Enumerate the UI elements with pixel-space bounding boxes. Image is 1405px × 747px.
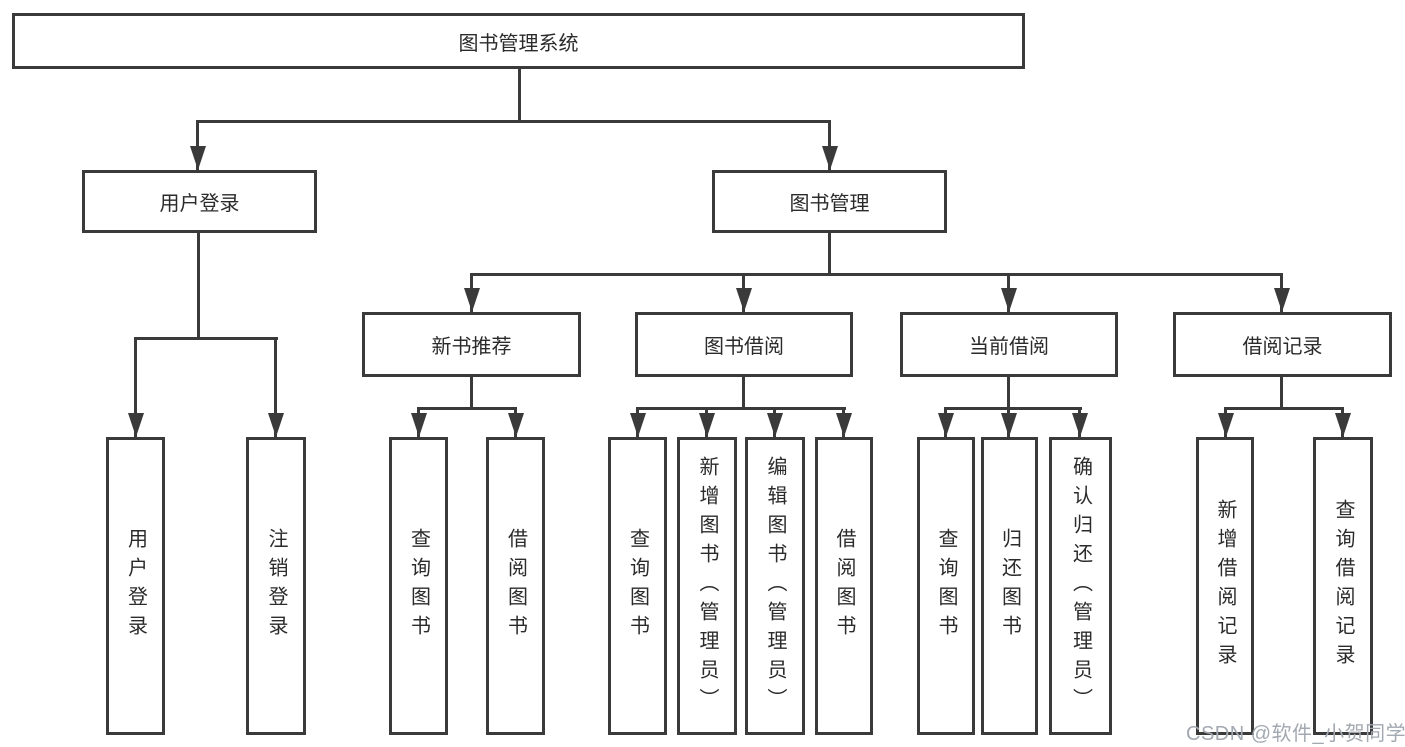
connector-root-rail (197, 120, 831, 123)
csdn-watermark: CSDN @软件_小贺同学 (1186, 723, 1405, 745)
arrow-to-user-login (189, 120, 206, 170)
arrow-to-current-borrow (1000, 273, 1017, 312)
connector-mgmt-rail (470, 273, 1283, 276)
leaf-current-confirm-return-admin: 确认归还（管理员） (1049, 437, 1112, 735)
connector-record-rail (1224, 407, 1344, 410)
leaf-borrow-add-books-admin-label: 新增图书（管理员） (696, 455, 718, 717)
leaf-newbook-borrow-books-label: 借阅图书 (504, 528, 527, 644)
node-new-book-recommend: 新书推荐 (362, 312, 581, 377)
leaf-logout: 注销登录 (246, 437, 306, 735)
arrow-to-leaf-logout (267, 337, 284, 437)
node-borrow-record: 借阅记录 (1173, 312, 1392, 377)
leaf-current-return-books-label: 归还图书 (998, 528, 1021, 644)
arrow-to-book-management (821, 120, 838, 170)
leaf-borrow-edit-books-admin: 编辑图书（管理员） (745, 437, 805, 735)
leaf-borrow-edit-books-admin-label: 编辑图书（管理员） (764, 455, 786, 717)
arrow-to-leaf-current-return (1000, 407, 1017, 437)
connector-newbook-trunk (470, 377, 473, 410)
arrow-to-leaf-record-query (1334, 407, 1351, 437)
arrow-to-leaf-borrow-add (698, 407, 715, 437)
leaf-newbook-borrow-books: 借阅图书 (486, 437, 545, 735)
arrow-to-borrow-record (1273, 273, 1290, 312)
node-book-management: 图书管理 (712, 170, 947, 233)
arrow-to-new-book-recommend (463, 273, 480, 312)
node-current-borrow: 当前借阅 (900, 312, 1118, 377)
arrow-to-leaf-newbook-query (410, 407, 427, 437)
arrow-to-leaf-borrow-query (629, 407, 646, 437)
leaf-record-add-record-label: 新增借阅记录 (1214, 499, 1236, 673)
leaf-user-login-label: 用户登录 (124, 528, 147, 644)
arrow-to-leaf-newbook-borrow (507, 407, 524, 437)
arrow-to-leaf-current-confirm (1071, 407, 1088, 437)
arrow-to-leaf-current-query (937, 407, 954, 437)
leaf-record-query-record: 查询借阅记录 (1313, 437, 1373, 735)
connector-record-trunk (1280, 377, 1283, 410)
leaf-user-login: 用户登录 (106, 437, 165, 735)
connector-user-trunk (197, 233, 200, 340)
leaf-borrow-borrow-books: 借阅图书 (815, 437, 873, 735)
leaf-newbook-query-books-label: 查询图书 (407, 528, 430, 644)
leaf-current-query-books-label: 查询图书 (935, 528, 957, 644)
leaf-borrow-add-books-admin: 新增图书（管理员） (677, 437, 737, 735)
node-user-login: 用户登录 (82, 170, 317, 233)
arrow-to-leaf-user-login (127, 337, 144, 437)
leaf-borrow-query-books: 查询图书 (608, 437, 667, 735)
connector-newbook-rail (417, 407, 517, 410)
connector-borrow-rail (636, 407, 846, 410)
leaf-current-confirm-return-admin-label: 确认归还（管理员） (1069, 455, 1092, 717)
leaf-current-query-books: 查询图书 (917, 437, 975, 735)
arrow-to-book-borrow (735, 273, 752, 312)
leaf-logout-label: 注销登录 (265, 528, 287, 644)
connector-user-rail (134, 337, 278, 340)
arrow-to-leaf-borrow-borrow (835, 407, 852, 437)
connector-mgmt-trunk (828, 233, 831, 276)
leaf-current-return-books: 归还图书 (981, 437, 1038, 735)
node-book-borrow: 图书借阅 (635, 312, 853, 377)
leaf-record-add-record: 新增借阅记录 (1196, 437, 1254, 735)
connector-current-trunk (1007, 377, 1010, 410)
node-library-system: 图书管理系统 (12, 13, 1025, 69)
connector-borrow-trunk (742, 377, 745, 410)
leaf-newbook-query-books: 查询图书 (389, 437, 448, 735)
connector-current-rail (945, 407, 1082, 410)
connector-root-trunk (518, 69, 521, 123)
leaf-borrow-borrow-books-label: 借阅图书 (833, 528, 855, 644)
leaf-record-query-record-label: 查询借阅记录 (1332, 499, 1354, 673)
arrow-to-leaf-record-add (1217, 407, 1234, 437)
arrow-to-leaf-borrow-edit (766, 407, 783, 437)
leaf-borrow-query-books-label: 查询图书 (626, 528, 649, 644)
